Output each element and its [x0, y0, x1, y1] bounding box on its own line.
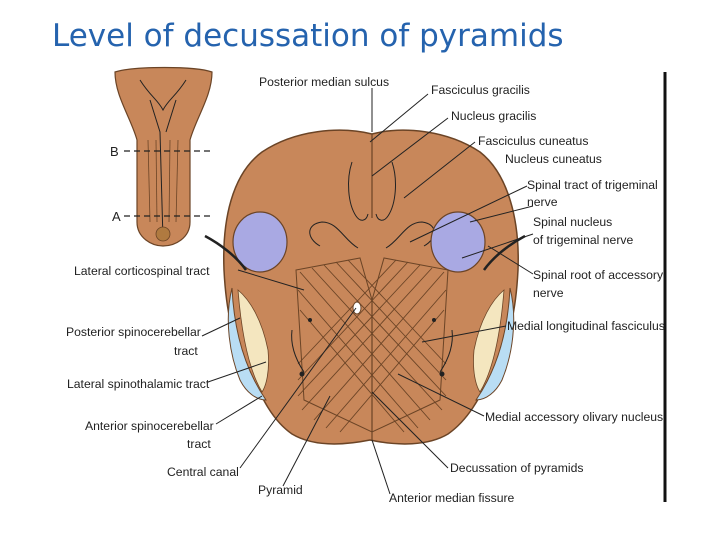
central-canal: [352, 301, 362, 315]
label-posterior-spinocerebellar-2: tract: [174, 344, 198, 358]
level-b-label: B: [110, 144, 119, 159]
right-spinocerebellar-band: [475, 287, 515, 401]
label-spinal-nucleus-trigeminal-2: of trigeminal nerve: [533, 233, 633, 247]
label-spinal-tract-trigeminal: Spinal tract of trigeminal: [527, 178, 658, 192]
label-lateral-corticospinal: Lateral corticospinal tract: [74, 264, 210, 278]
label-anterior-median-fissure: Anterior median fissure: [389, 491, 515, 505]
label-spinal-root-accessory: Spinal root of accessory: [533, 268, 664, 282]
label-spinal-root-accessory-2: nerve: [533, 286, 564, 300]
label-posterior-spinocerebellar: Posterior spinocerebellar: [66, 325, 201, 339]
label-nucleus-cuneatus: Nucleus cuneatus: [505, 152, 602, 166]
label-fasciculus-cuneatus: Fasciculus cuneatus: [478, 134, 588, 148]
left-spinal-nucleus-trigeminal: [232, 211, 288, 273]
label-nucleus-gracilis: Nucleus gracilis: [451, 109, 536, 123]
level-a-label: A: [112, 209, 121, 224]
label-spinal-tract-trigeminal-2: nerve: [527, 195, 558, 209]
label-anterior-spinocerebellar: Anterior spinocerebellar: [85, 419, 214, 433]
left-accessory-root: [204, 234, 248, 271]
label-fasciculus-gracilis: Fasciculus gracilis: [431, 83, 530, 97]
label-posterior-median-sulcus: Posterior median sulcus: [259, 75, 389, 89]
label-decussation-of-pyramids: Decussation of pyramids: [450, 461, 583, 475]
right-spinal-nucleus-trigeminal: [430, 211, 486, 273]
labels: Posterior median sulcus Fasciculus graci…: [66, 75, 665, 505]
label-medial-longitudinal-fasciculus: Medial longitudinal fasciculus: [507, 319, 665, 333]
label-spinal-nucleus-trigeminal: Spinal nucleus: [533, 215, 612, 229]
pyramidal-decussation: [295, 257, 449, 440]
brainstem-inset: B A: [110, 66, 213, 247]
label-anterior-spinocerebellar-2: tract: [187, 437, 211, 451]
slide-title: Level of decussation of pyramids: [52, 18, 564, 54]
label-pyramid: Pyramid: [258, 483, 303, 497]
label-central-canal: Central canal: [167, 465, 239, 479]
right-spinothalamic-area: [473, 289, 505, 393]
label-medial-accessory-olivary-nucleus: Medial accessory olivary nucleus: [485, 410, 663, 424]
leader-lines: [201, 88, 534, 495]
label-lateral-spinothalamic: Lateral spinothalamic tract: [67, 377, 210, 391]
left-spinothalamic-area: [237, 289, 269, 393]
cross-section: [204, 129, 526, 445]
